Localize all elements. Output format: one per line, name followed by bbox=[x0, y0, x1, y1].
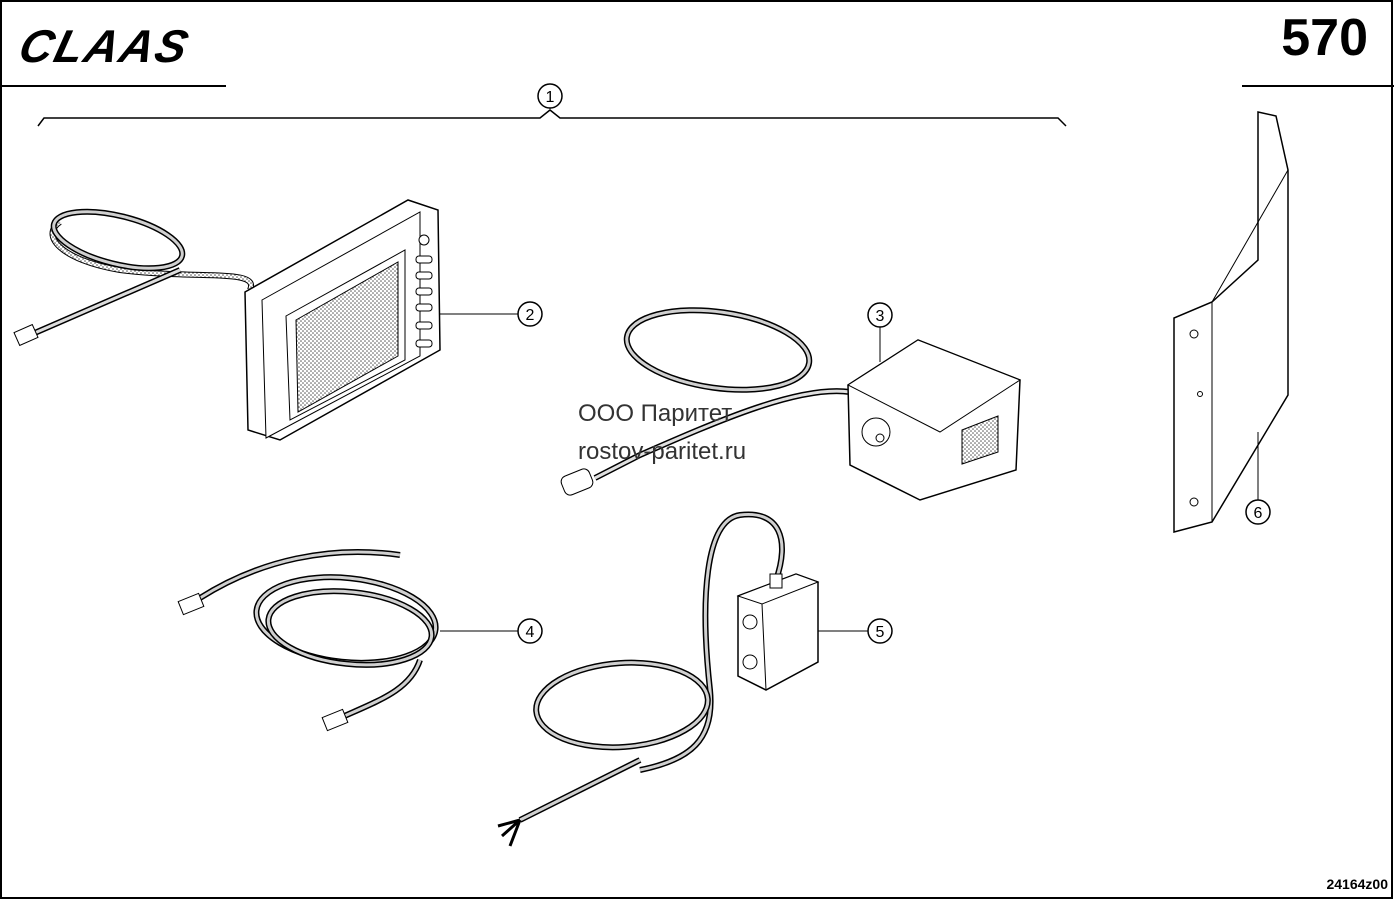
coiled-cable[interactable] bbox=[177, 548, 440, 732]
junction-box[interactable] bbox=[497, 511, 820, 847]
monitor-screen bbox=[295, 261, 399, 413]
callout-label-2: 2 bbox=[526, 307, 535, 324]
page-number: 570 bbox=[1281, 9, 1368, 67]
claas-logo: CLAAS bbox=[14, 21, 195, 72]
camera[interactable] bbox=[559, 300, 1022, 501]
monitor[interactable] bbox=[13, 199, 441, 441]
camera-lens bbox=[961, 415, 999, 465]
svg-text:CLAAS: CLAAS bbox=[14, 21, 195, 72]
kit-bracket bbox=[37, 109, 1067, 127]
callout-circle-3[interactable]: 3 bbox=[867, 302, 893, 328]
callout-label-6: 6 bbox=[1254, 505, 1263, 522]
callout-label-4: 4 bbox=[526, 624, 535, 641]
callout-circle-6[interactable]: 6 bbox=[1245, 499, 1271, 525]
watermark-company: ООО Паритет bbox=[578, 400, 733, 427]
callout-label-3: 3 bbox=[876, 308, 885, 325]
callout-circle-5[interactable]: 5 bbox=[867, 618, 893, 644]
callout-label-5: 5 bbox=[876, 624, 885, 641]
callout-circle-1[interactable]: 1 bbox=[537, 83, 563, 109]
callout-circle-2[interactable]: 2 bbox=[517, 301, 543, 327]
callout-label-1: 1 bbox=[546, 89, 555, 106]
drawing-number: 24164z00 bbox=[1326, 876, 1388, 892]
mounting-bracket[interactable] bbox=[1173, 111, 1289, 533]
callout-circle-4[interactable]: 4 bbox=[517, 618, 543, 644]
watermark-url: rostov-paritet.ru bbox=[578, 438, 747, 465]
